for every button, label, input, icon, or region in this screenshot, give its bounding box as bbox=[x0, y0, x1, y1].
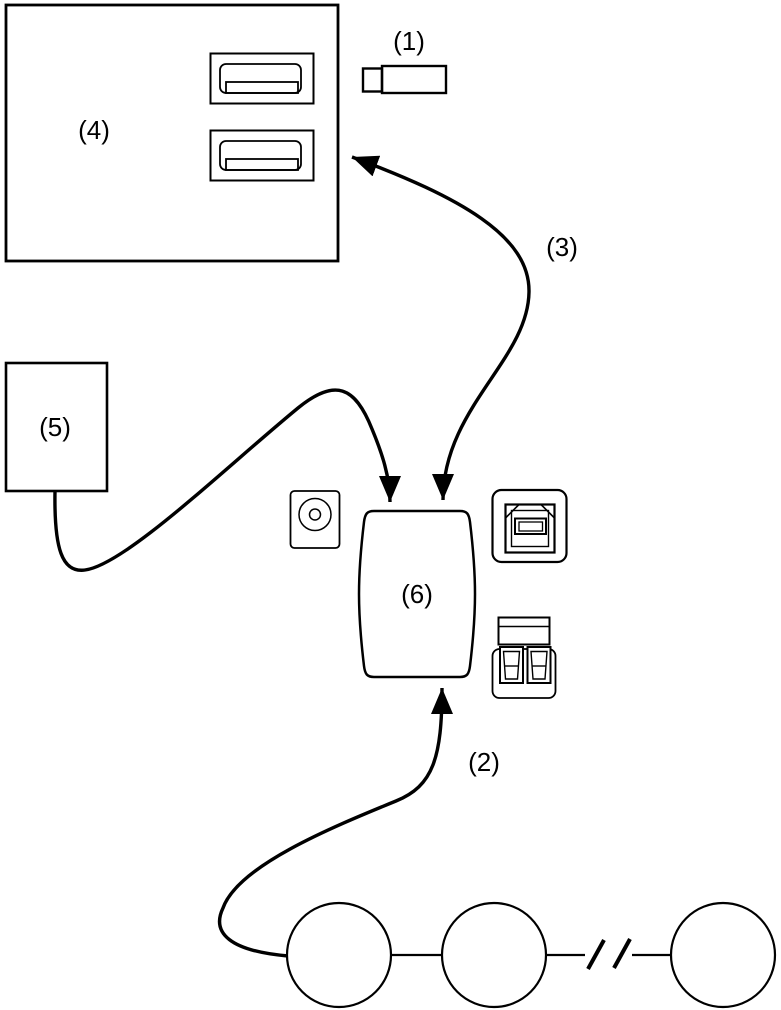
usb-b-outline bbox=[491, 488, 568, 564]
terminal-top bbox=[497, 616, 551, 646]
dongle-plug bbox=[361, 67, 384, 93]
usb-b-tongue bbox=[514, 517, 547, 535]
port-outline bbox=[209, 52, 315, 105]
dc-power-jack-icon bbox=[289, 490, 341, 549]
usb-b-port-icon bbox=[491, 488, 568, 564]
terminal-block-icon bbox=[491, 616, 557, 699]
port-opening bbox=[219, 140, 302, 171]
usb-dongle-icon bbox=[361, 64, 448, 95]
callout-2: (2) bbox=[468, 747, 500, 777]
callout-5: (5) bbox=[39, 412, 71, 442]
node-circle-icon bbox=[440, 901, 548, 1009]
jack-barrel bbox=[298, 497, 332, 532]
usb-a-port-icon bbox=[209, 129, 315, 182]
callout-6: (6) bbox=[401, 579, 433, 609]
interface-device-body bbox=[357, 509, 477, 679]
power-cable-arrow bbox=[53, 388, 401, 572]
callout-3: (3) bbox=[546, 232, 578, 262]
usb-a-port-icon bbox=[209, 52, 315, 105]
usb-b-chamfer-left bbox=[504, 503, 520, 519]
port-tongue bbox=[225, 158, 299, 171]
node-circle-icon bbox=[669, 901, 777, 1009]
usb-b-shell bbox=[504, 503, 556, 554]
usb-b-inner-shell bbox=[510, 509, 550, 548]
usb-b-chamfer-right bbox=[540, 503, 556, 519]
usb-b-tongue-inner bbox=[518, 521, 544, 532]
port-outline bbox=[209, 129, 315, 182]
terminal-clamp-2 bbox=[530, 650, 548, 680]
computer-box bbox=[4, 3, 340, 263]
callout-4: (4) bbox=[78, 115, 110, 145]
callout-1: (1) bbox=[393, 26, 425, 56]
usb-connection-arrow bbox=[351, 155, 531, 501]
dongle-body bbox=[380, 64, 448, 95]
line-break-icon bbox=[612, 938, 632, 969]
port-opening bbox=[219, 63, 302, 94]
line-break-icon bbox=[586, 939, 606, 970]
port-tongue bbox=[225, 81, 299, 94]
jack-outline bbox=[289, 490, 341, 549]
device-bus-chain bbox=[285, 901, 777, 1009]
terminal-clamp-1 bbox=[502, 650, 521, 680]
power-supply-box bbox=[4, 361, 109, 493]
node-circle-icon bbox=[285, 901, 393, 1009]
bus-connection-arrow bbox=[217, 687, 453, 958]
jack-pin bbox=[308, 508, 322, 521]
